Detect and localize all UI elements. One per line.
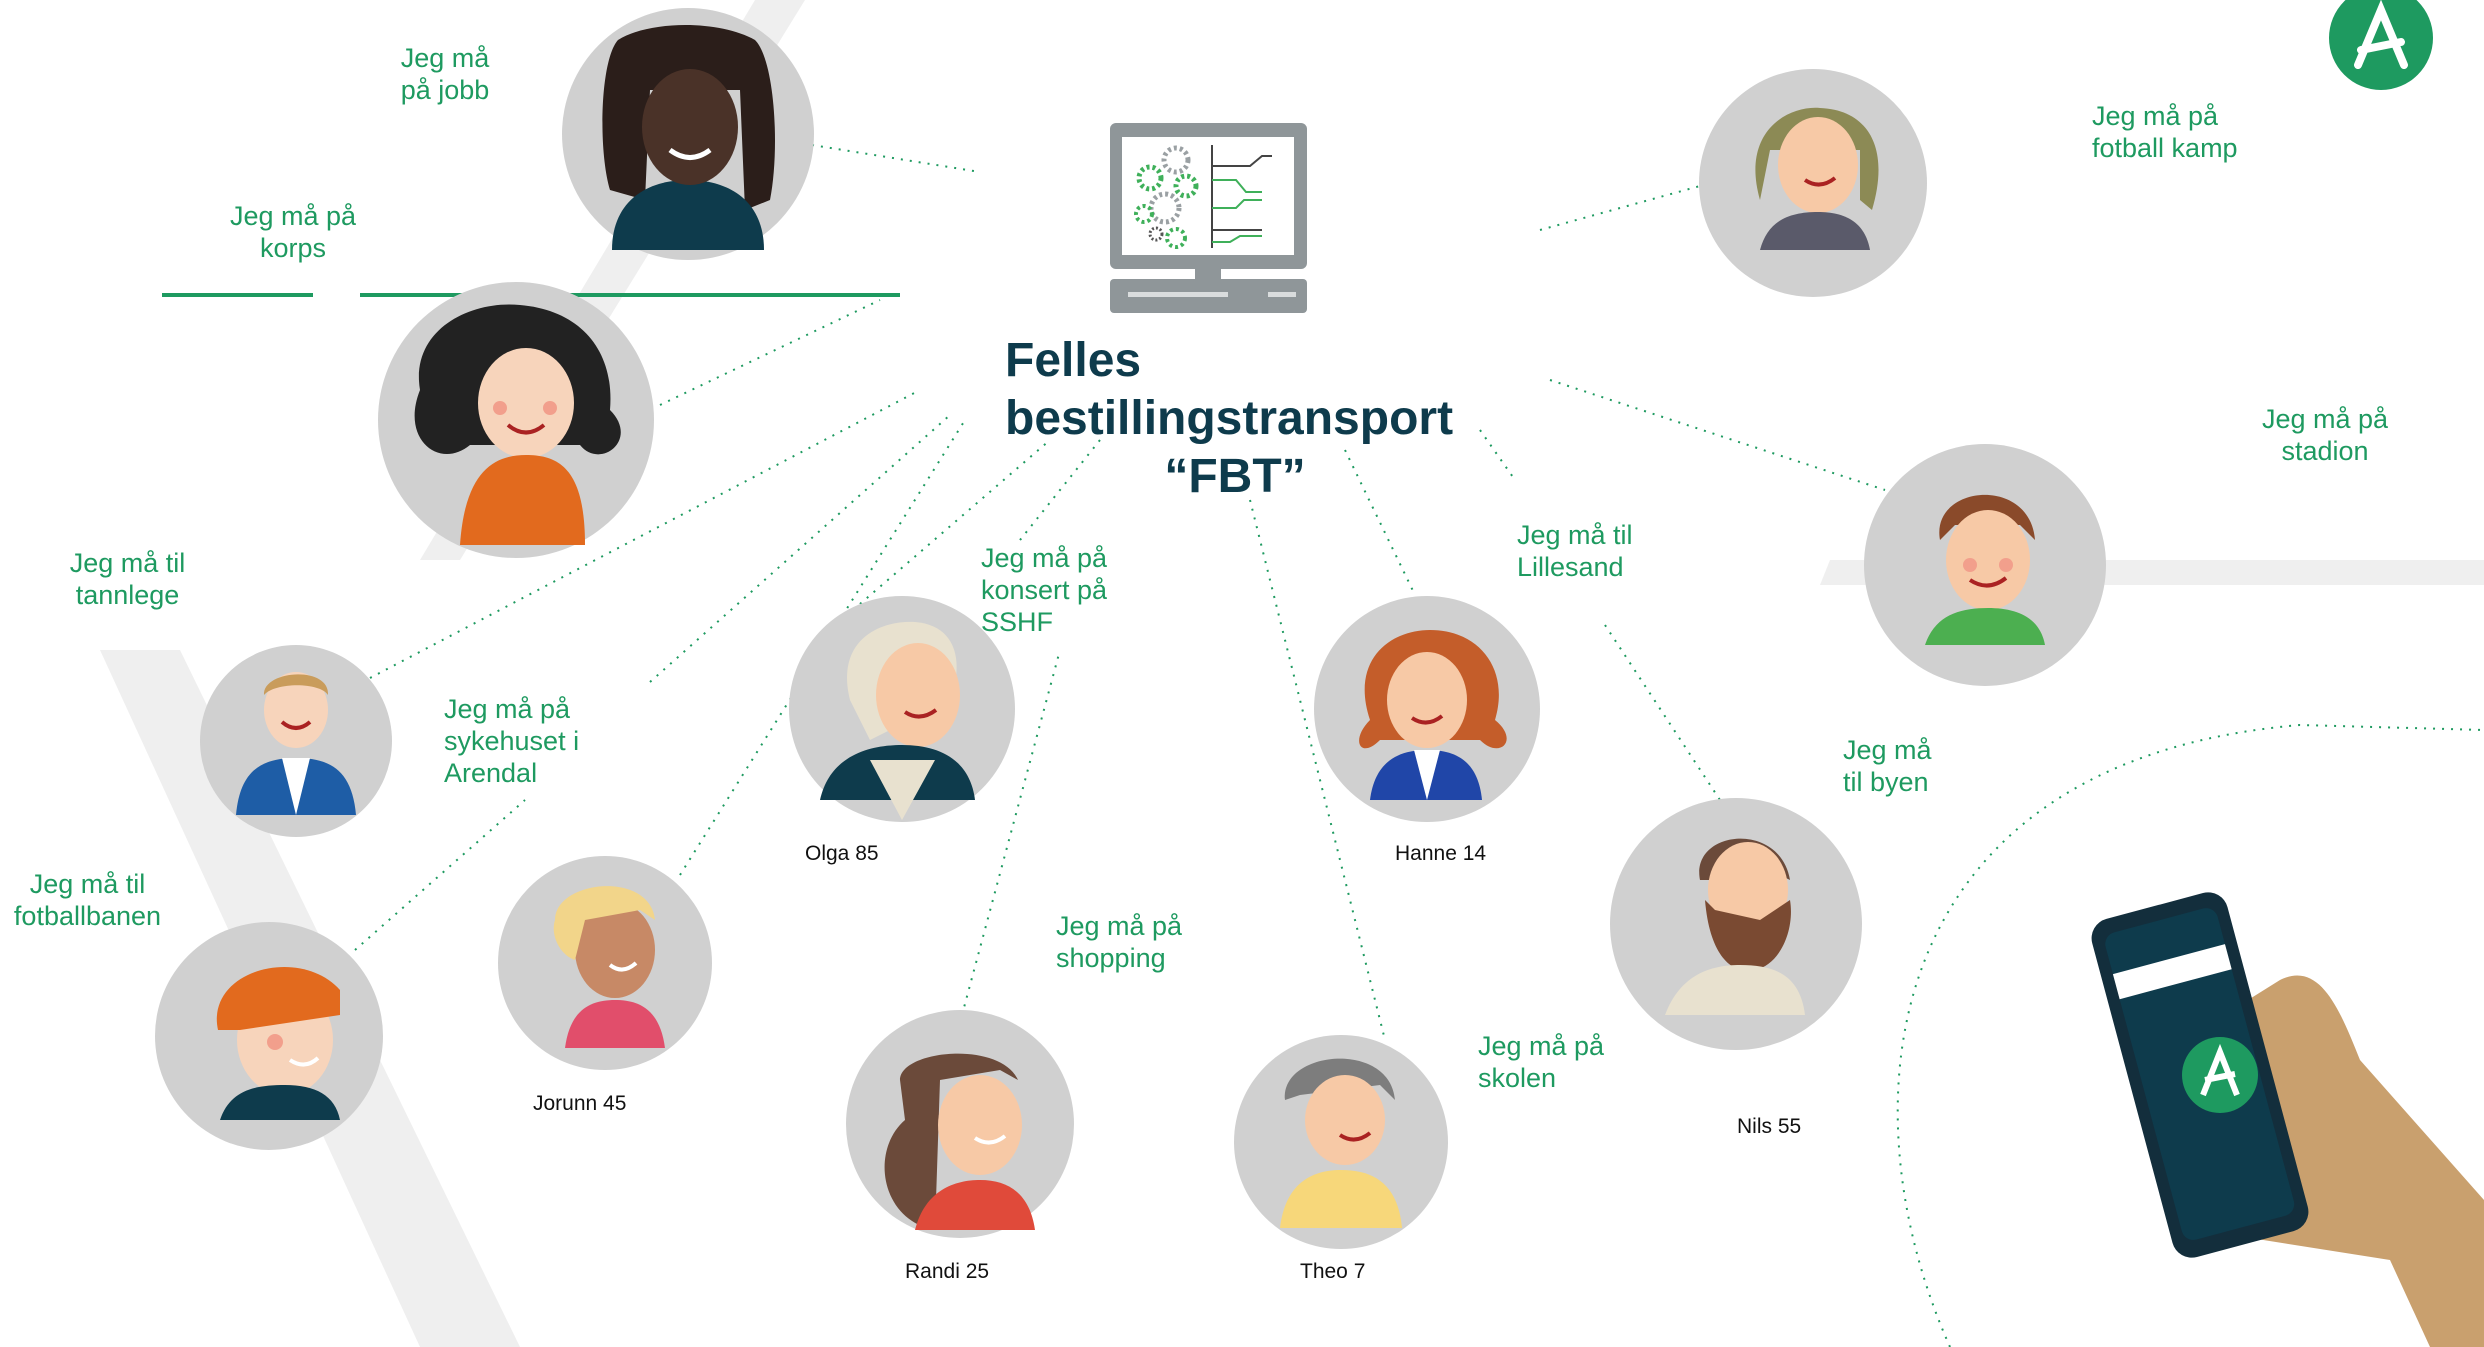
avatar-fotballkamp: [1699, 69, 1927, 297]
avatar-stadion: [1864, 444, 2106, 686]
need-label-shopping: Jeg må på shopping: [1056, 911, 1183, 973]
need-label-stadion: Jeg må på stadion: [2261, 404, 2389, 466]
avatar-olga: [789, 596, 1015, 822]
avatar-nils: [1610, 798, 1862, 1050]
avatar-randi: [846, 1010, 1074, 1238]
person-name-randi: Randi 25: [905, 1260, 990, 1283]
need-label-lillesand: Jeg må til Lillesand: [1517, 520, 1633, 582]
person-name-jorunn: Jorunn 45: [533, 1092, 627, 1115]
need-label-byen: Jeg må til byen: [1843, 735, 1932, 797]
need-label-tannlege: Jeg må til tannlege: [69, 548, 186, 610]
avatar-hanne: [1314, 596, 1540, 822]
person-name-theo: Theo 7: [1300, 1260, 1366, 1283]
avatar-jorunn: [498, 856, 712, 1070]
need-label-skolen: Jeg må på skolen: [1478, 1031, 1605, 1093]
brand-logo: [2329, 0, 2433, 90]
title-line-2: bestillingstransport: [1005, 392, 1454, 445]
avatar-jobb: [562, 8, 814, 260]
connector-lines: [354, 144, 2484, 1347]
avatar-theo: [1234, 1035, 1448, 1249]
need-label-fotballkamp: Jeg må på fotball kamp: [2092, 101, 2238, 163]
need-label-jobb: Jeg må på jobb: [400, 43, 490, 105]
phone-illustration: [2091, 892, 2484, 1347]
need-label-fotballbanen: Jeg må til fotballbanen: [13, 869, 162, 931]
person-name-nils: Nils 55: [1737, 1115, 1802, 1138]
title-line-1: Felles: [1005, 334, 1142, 387]
avatar-tannlege: [200, 645, 392, 837]
avatar-korps: [378, 282, 654, 558]
computer-icon: [1110, 123, 1307, 313]
title-line-3: “FBT”: [1164, 450, 1306, 503]
need-label-konsert: Jeg må på konsert på SSHF: [981, 543, 1108, 637]
need-label-sykehuset: Jeg må på sykehuset i Arendal: [444, 694, 580, 788]
need-label-korps: Jeg må på korps: [229, 201, 357, 263]
person-name-olga: Olga 85: [805, 842, 879, 865]
avatar-fotballbanen: [155, 922, 383, 1150]
person-name-hanne: Hanne 14: [1395, 842, 1487, 865]
page-title: Felles bestillingstransport “FBT”: [1005, 332, 1465, 506]
